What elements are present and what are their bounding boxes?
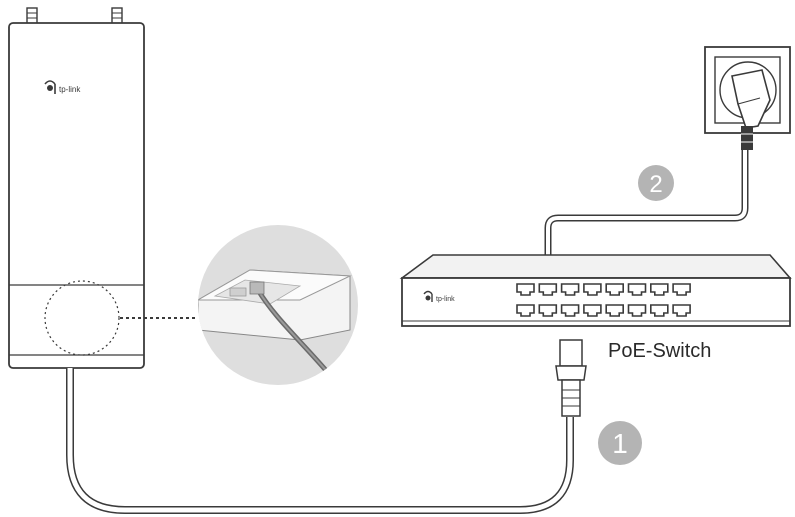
ethernet-port-icon: [605, 304, 624, 317]
power-cable-2: [544, 150, 749, 255]
rj45-connector: [555, 339, 587, 417]
step-number-2: 2: [649, 171, 662, 198]
ethernet-port-icon: [583, 304, 602, 317]
ethernet-port-icon: [650, 283, 669, 296]
wall-power-socket: [704, 46, 791, 150]
ethernet-port-icon: [538, 304, 558, 317]
ethernet-port-icon: [560, 304, 580, 317]
ethernet-port-icon: [672, 304, 691, 317]
ethernet-port-icon: [516, 283, 535, 296]
antenna-connector-right: [111, 7, 123, 25]
ethernet-port-icon: [605, 283, 624, 296]
switch-tp-link-logo-icon: [423, 290, 433, 302]
device-brand-text: tp-link: [59, 85, 81, 94]
ethernet-port-icon: [516, 304, 535, 317]
switch-brand-text: tp-link: [436, 296, 455, 303]
ethernet-port-icon: [627, 283, 647, 296]
device-body: [8, 22, 145, 369]
poe-switch: tp-link: [399, 254, 792, 327]
ethernet-port-icon: [538, 283, 558, 296]
step-badge-1: 1: [598, 421, 642, 465]
switch-port-grid: [516, 283, 691, 317]
step-number-1: 1: [612, 428, 628, 459]
ethernet-port-icon: [560, 283, 580, 296]
ethernet-port-icon: [583, 283, 602, 296]
ethernet-port-icon: [650, 304, 669, 317]
tp-link-logo-icon: [44, 80, 56, 94]
ethernet-port-icon: [627, 304, 647, 317]
antenna-connector-left: [26, 7, 38, 25]
port-zoom-detail: [198, 225, 358, 385]
ethernet-cable-1: [66, 368, 574, 514]
access-point-device: tp-link: [8, 7, 145, 369]
poe-switch-label: PoE-Switch: [608, 340, 711, 362]
ethernet-port-icon: [672, 283, 691, 296]
step-badge-2: 2: [638, 165, 674, 201]
port-cover-dashed-circle: [44, 280, 120, 356]
